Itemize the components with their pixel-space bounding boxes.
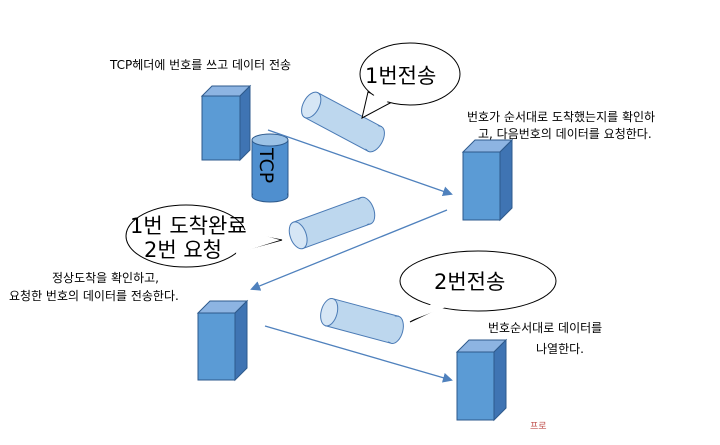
arrow-send-2	[264, 325, 453, 383]
arrow-ack	[250, 209, 448, 291]
bubble-send-1	[359, 42, 461, 119]
receiver-bottom-caption-line2: 나열한다.	[536, 342, 584, 356]
tcp-header-cylinder: TCP	[251, 133, 289, 203]
bubble-ack-text-line1: 1번 도착완료	[130, 214, 247, 238]
sender-computer-top	[200, 84, 252, 162]
sender-top-caption: TCP헤더에 번호를 쓰고 데이터 전송	[110, 58, 292, 72]
bubble-send-2-text: 2번전송	[434, 270, 506, 294]
bubble-ack-text-line2: 2번 요청	[144, 238, 222, 262]
bubble-send-2	[399, 250, 557, 323]
tcp-label: TCP	[255, 147, 277, 183]
packet-2-cylinder	[320, 298, 404, 344]
sender-bottom-caption-line1: 정상도착을 확인하고,	[52, 271, 159, 285]
sender-bottom-caption-line2: 요청한 번호의 데이터를 전송한다.	[9, 289, 179, 303]
arrow-send-1	[267, 129, 453, 197]
bubble-ack-1	[125, 204, 283, 268]
receiver-bottom-caption-line1: 번호순서대로 데이터를	[488, 321, 603, 335]
bubble-send-1-text: 1번전송	[365, 64, 437, 88]
receiver-computer-bottom	[455, 338, 508, 422]
receiver-computer-top	[461, 138, 514, 222]
receiver-top-caption-line1: 번호가 순서대로 도착했는지를 확인하	[467, 110, 656, 124]
ack-cylinder	[288, 196, 376, 250]
receiver-top-caption-line2: 고, 다음번호의 데이터를 요청한다.	[478, 127, 652, 141]
footer-mark: 프로	[530, 422, 547, 432]
sender-computer-bottom	[196, 299, 249, 382]
packet-1-cylinder	[301, 91, 385, 153]
